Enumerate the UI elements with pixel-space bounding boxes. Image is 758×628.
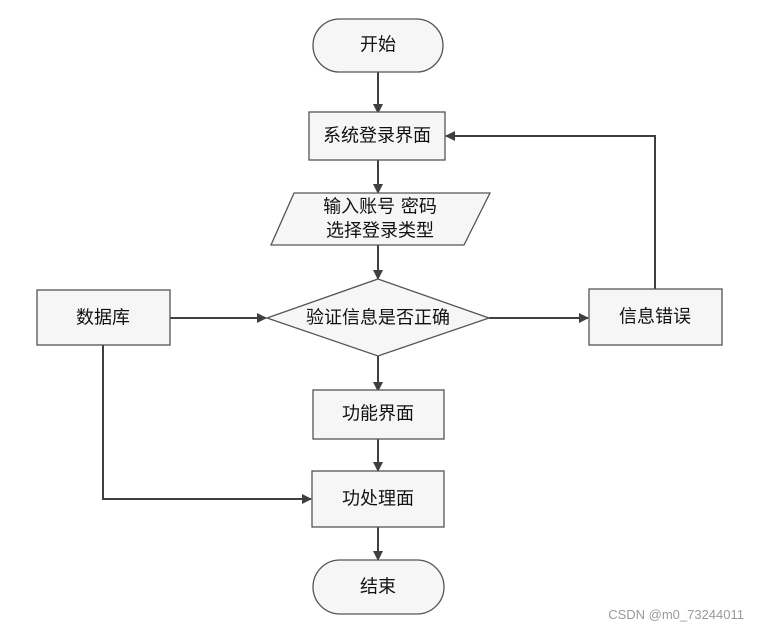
watermark: CSDN @m0_73244011 <box>608 607 744 622</box>
verify-label: 验证信息是否正确 <box>306 308 450 329</box>
function-page-label: 功能界面 <box>342 404 414 425</box>
input-label-line1: 输入账号 密码 <box>323 197 437 218</box>
verify-decision <box>265 278 491 357</box>
login-page-label: 系统登录界面 <box>323 126 431 147</box>
edge-error-to-login <box>445 131 656 289</box>
start-label: 开始 <box>360 35 396 56</box>
edge-database-to-process <box>102 345 312 504</box>
database-label: 数据库 <box>76 308 130 329</box>
input-label-line2: 选择登录类型 <box>326 221 434 242</box>
end-label: 结束 <box>360 577 396 598</box>
input-parallelogram <box>270 192 492 246</box>
error-label: 信息错误 <box>619 307 691 328</box>
function-page-box <box>312 389 445 440</box>
end-terminal <box>312 559 445 615</box>
process-page-box <box>311 470 445 528</box>
process-page-label: 功处理面 <box>342 489 414 510</box>
database-box <box>36 289 171 346</box>
start-terminal <box>312 18 444 73</box>
login-page-box <box>308 111 446 161</box>
error-box <box>588 288 723 346</box>
